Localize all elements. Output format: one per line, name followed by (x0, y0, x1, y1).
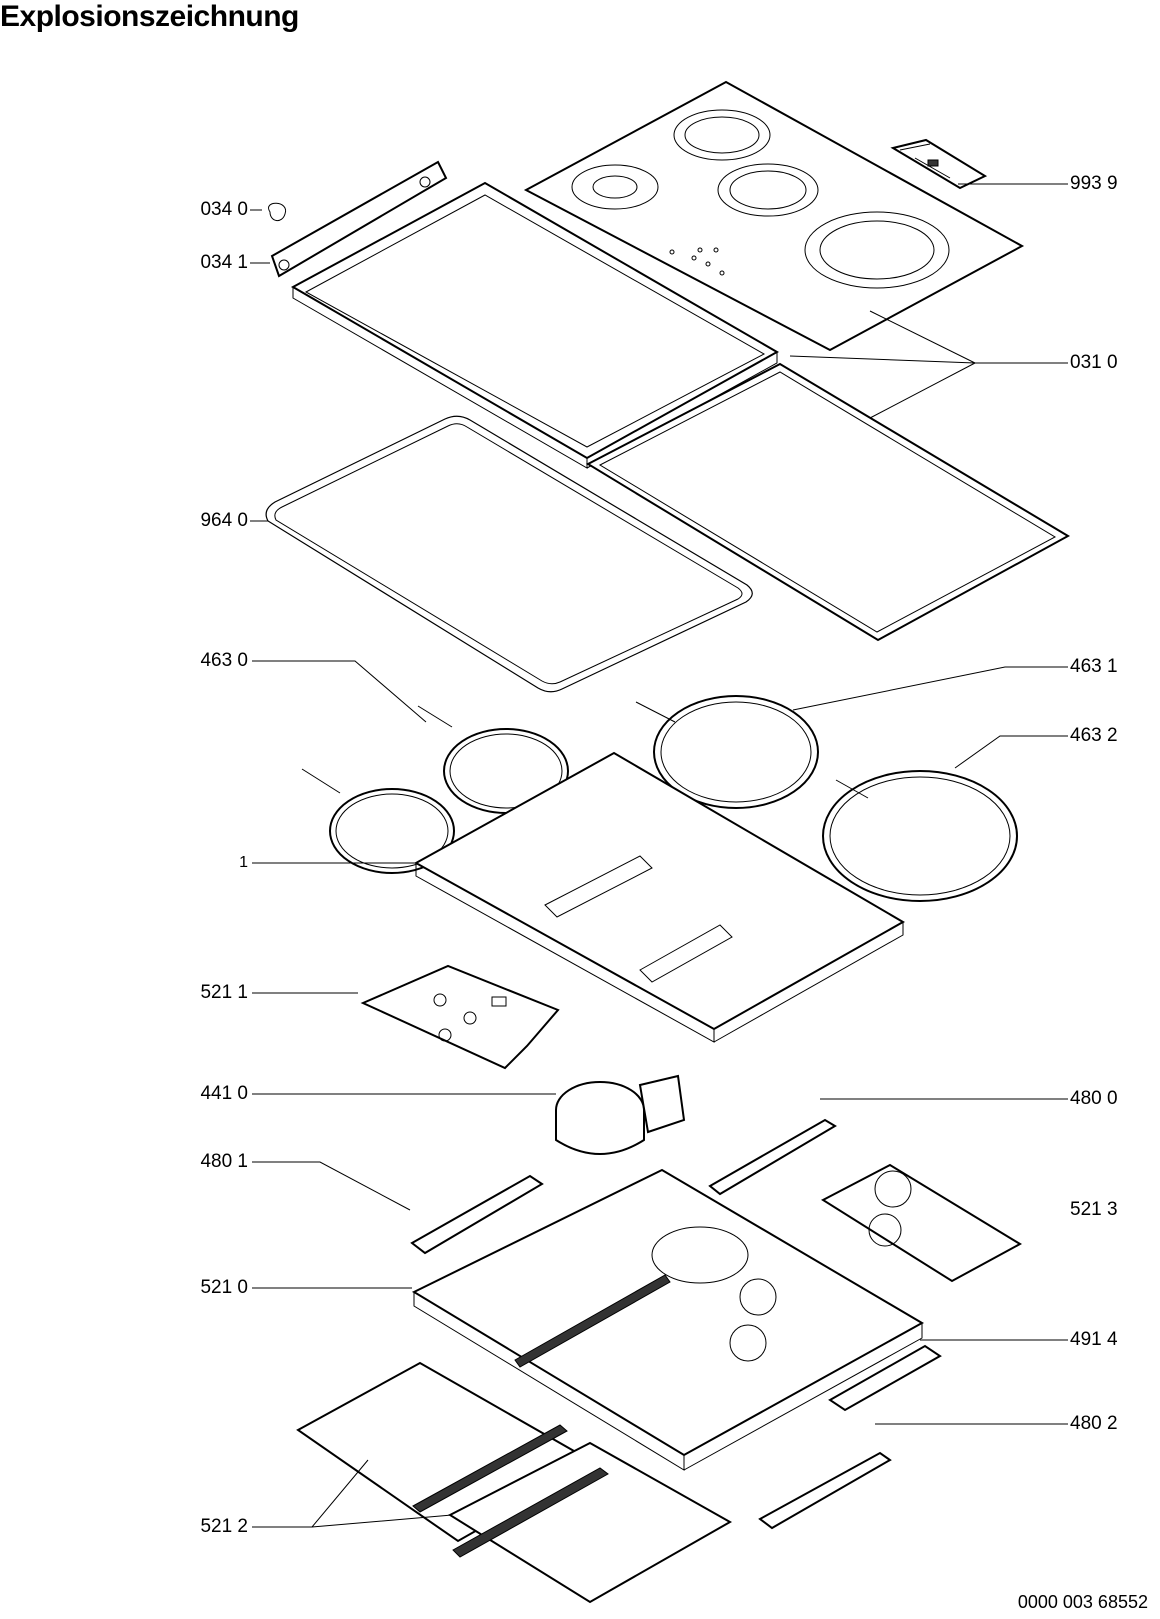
callout-463-2: 463 2 (1070, 725, 1118, 746)
part-480-0-connector (708, 1118, 837, 1196)
document-number: 0000 003 68552 (1017, 1592, 1148, 1612)
part-480-1-connector (410, 1174, 544, 1255)
part-coil-small (301, 768, 455, 874)
part-463-2-coil (822, 770, 1018, 902)
callout-964-0: 964 0 (200, 510, 248, 531)
callout-034-1: 034 1 (200, 252, 248, 273)
part-463-1-coil (635, 695, 819, 809)
part-521-2-board-b (447, 1441, 733, 1604)
part-glass-seal (585, 362, 1071, 642)
callout-521-1: 521 1 (200, 982, 248, 1003)
callout-463-1: 463 1 (1070, 656, 1118, 677)
part-034-bracket (268, 160, 448, 278)
callout-480-0: 480 0 (1070, 1088, 1118, 1109)
part-521-1-board (360, 964, 560, 1070)
callout-480-1: 480 1 (200, 1151, 248, 1172)
callout-034-0: 034 0 (200, 199, 248, 220)
callout-521-3: 521 3 (1070, 1199, 1118, 1220)
page-title: Explosionszeichnung (0, 0, 299, 33)
callout-521-2: 521 2 (200, 1516, 248, 1537)
callout-1: 1 (239, 854, 248, 871)
callout-441-0: 441 0 (200, 1083, 248, 1104)
part-480-2-connector (758, 1451, 892, 1530)
part-491-4-filter (828, 1344, 942, 1412)
part-031-0-glass-top (523, 80, 1025, 352)
callout-480-2: 480 2 (1070, 1413, 1118, 1434)
leader-lines (250, 183, 1068, 1528)
part-1-base-plate (413, 751, 906, 1043)
part-964-0-gasket (265, 415, 753, 693)
callout-463-0: 463 0 (200, 650, 248, 671)
part-521-3-board (820, 1163, 1023, 1283)
callout-993-9: 993 9 (1070, 173, 1118, 194)
part-441-0-fan (555, 1074, 686, 1155)
callout-491-4: 491 4 (1070, 1329, 1118, 1350)
part-521-0-housing (411, 1168, 925, 1471)
part-993-9 (890, 138, 988, 190)
callout-521-0: 521 0 (200, 1277, 248, 1298)
callout-031-0: 031 0 (1070, 352, 1118, 373)
